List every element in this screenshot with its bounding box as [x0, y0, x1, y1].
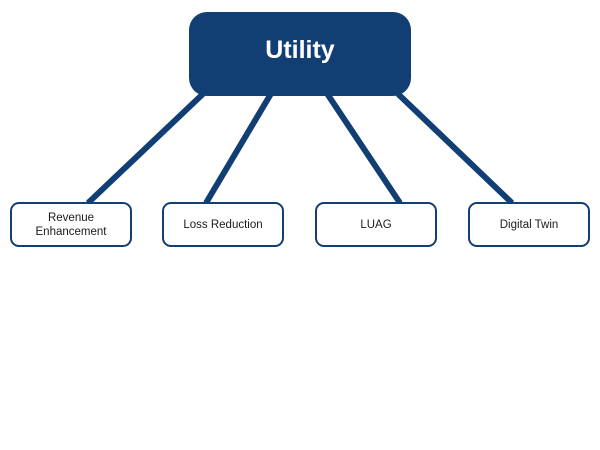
child-node-label: Loss Reduction — [183, 218, 263, 231]
connector-line-revenue-enhancement — [85, 89, 208, 206]
child-node-label: Revenue Enhancement — [35, 211, 107, 238]
connector-line-digital-twin — [393, 89, 515, 206]
child-node-digital-twin: Digital Twin — [468, 202, 590, 247]
connector-line-luag — [323, 90, 403, 205]
root-node-label: Utility — [265, 35, 335, 64]
root-node-utility: Utility — [189, 12, 411, 96]
child-node-loss-reduction: Loss Reduction — [162, 202, 284, 247]
child-node-revenue-enhancement: Revenue Enhancement — [10, 202, 132, 247]
child-node-label: Digital Twin — [499, 218, 559, 231]
child-node-label: LUAG — [360, 218, 392, 231]
child-node-luag: LUAG — [315, 202, 437, 247]
connector-line-loss-reduction — [203, 90, 275, 205]
